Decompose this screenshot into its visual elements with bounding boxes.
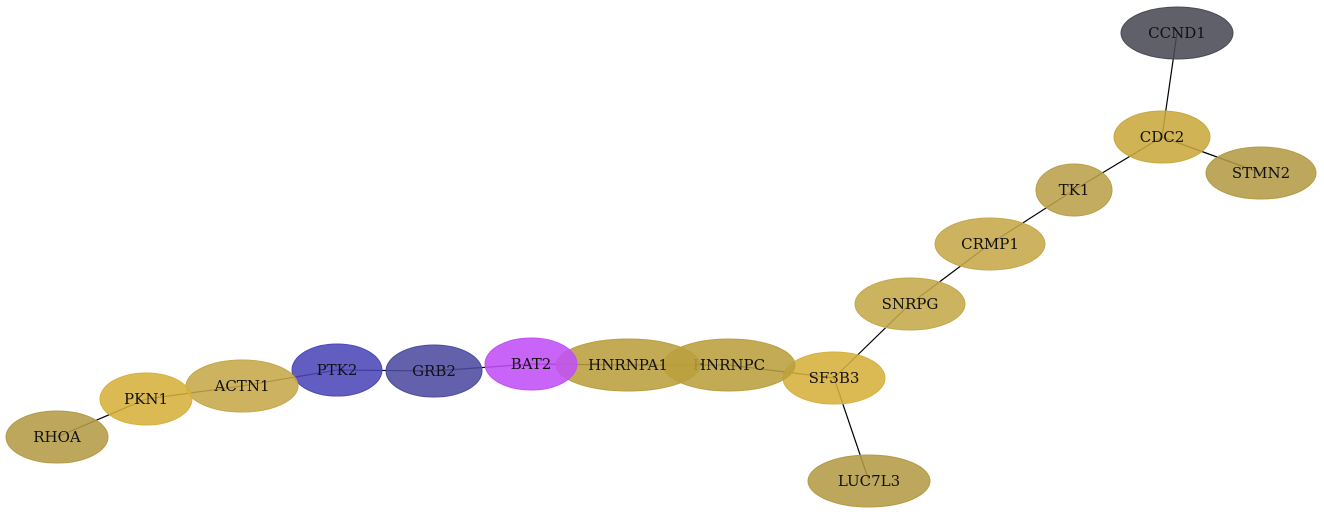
node-shape xyxy=(1113,110,1211,164)
node-label: PKN1 xyxy=(124,390,168,408)
node-label: RHOA xyxy=(33,428,81,446)
node-pkn1[interactable]: PKN1 xyxy=(99,372,193,426)
node-shape xyxy=(484,337,578,391)
node-label: CRMP1 xyxy=(961,235,1019,253)
node-shape xyxy=(291,343,383,397)
node-grb2[interactable]: GRB2 xyxy=(385,344,483,398)
node-bat2[interactable]: BAT2 xyxy=(484,337,578,391)
node-crmp1[interactable]: CRMP1 xyxy=(934,217,1046,271)
node-shape xyxy=(5,410,109,464)
node-label: BAT2 xyxy=(511,355,552,373)
node-label: PTK2 xyxy=(317,361,358,379)
node-label: STMN2 xyxy=(1232,164,1290,182)
node-shape xyxy=(934,217,1046,271)
edge-layer xyxy=(56,32,1262,482)
node-cdc2[interactable]: CDC2 xyxy=(1113,110,1211,164)
node-ptk2[interactable]: PTK2 xyxy=(291,343,383,397)
node-rhoa[interactable]: RHOA xyxy=(5,410,109,464)
node-actn1[interactable]: ACTN1 xyxy=(185,359,299,413)
node-ccnd1[interactable]: CCND1 xyxy=(1120,6,1234,60)
node-label: GRB2 xyxy=(412,362,456,380)
node-tk1[interactable]: TK1 xyxy=(1035,163,1113,217)
node-stmn2[interactable]: STMN2 xyxy=(1205,146,1317,200)
node-shape xyxy=(1120,6,1234,60)
node-label: TK1 xyxy=(1059,181,1090,199)
node-shape xyxy=(385,344,483,398)
node-label: SF3B3 xyxy=(809,369,860,387)
node-hnrnpa1[interactable]: HNRNPA1 xyxy=(555,338,701,392)
node-label: HNRNPC xyxy=(693,356,765,374)
node-shape xyxy=(1205,146,1317,200)
node-label: ACTN1 xyxy=(214,377,270,395)
node-shape xyxy=(1035,163,1113,217)
node-snrpg[interactable]: SNRPG xyxy=(854,277,966,331)
node-label: HNRNPA1 xyxy=(588,356,668,374)
node-shape xyxy=(807,454,931,508)
node-label: CDC2 xyxy=(1140,128,1185,146)
node-shape xyxy=(99,372,193,426)
node-label: SNRPG xyxy=(882,295,939,313)
node-sf3b3[interactable]: SF3B3 xyxy=(782,351,886,405)
node-luc7l3[interactable]: LUC7L3 xyxy=(807,454,931,508)
node-shape xyxy=(854,277,966,331)
node-label: CCND1 xyxy=(1148,24,1206,42)
node-label: LUC7L3 xyxy=(838,472,900,490)
